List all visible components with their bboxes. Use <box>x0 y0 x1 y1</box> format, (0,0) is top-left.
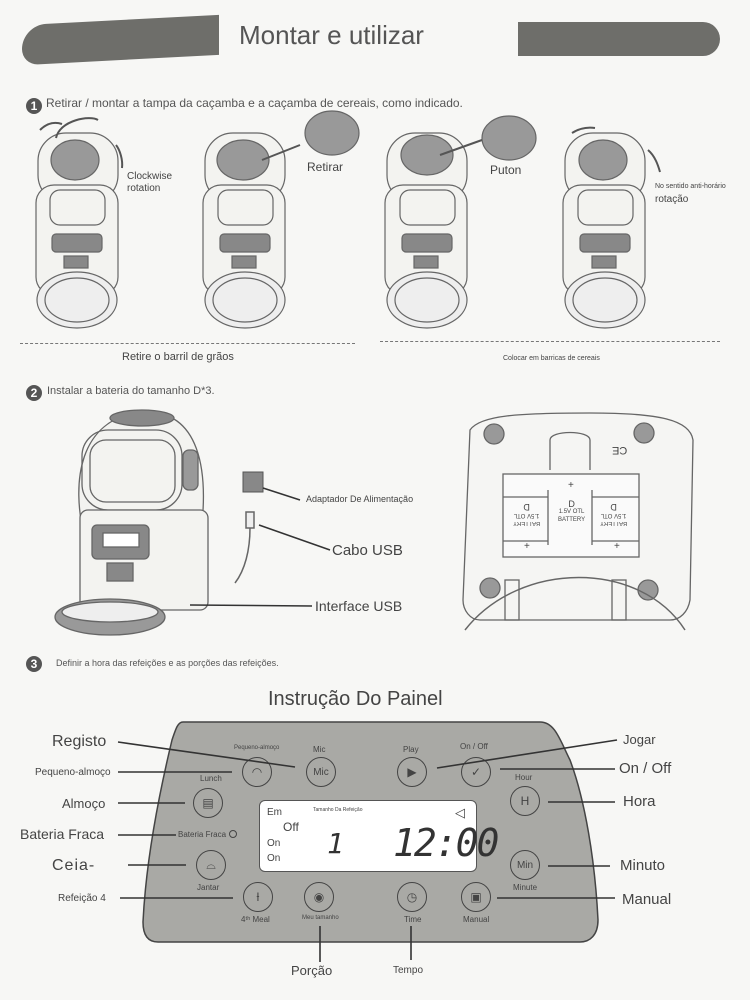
mic-button[interactable]: Mic <box>306 757 336 787</box>
feeder-figure-1 <box>35 117 124 329</box>
callout-manual: Manual <box>622 891 672 908</box>
hour-button[interactable]: H <box>510 786 540 816</box>
manual-button[interactable]: ▣ <box>461 882 491 912</box>
feeder-figure-3 <box>384 115 537 329</box>
caption-breakfast: Pequeno-almoço <box>234 745 280 751</box>
callout-low-battery: Bateria Fraca <box>20 826 105 842</box>
callout-hour: Hora <box>623 793 656 810</box>
usb-interface-label: Interface USB <box>315 598 403 614</box>
step-2-badge: 2 <box>26 385 42 401</box>
dial-icon: ◉ <box>313 890 325 904</box>
power-adapter <box>242 471 301 501</box>
lcd-clock: 12:00 <box>393 821 499 865</box>
caption-time: Time <box>404 915 422 924</box>
clock-icon: ◷ <box>406 890 418 904</box>
divider-left <box>20 343 355 344</box>
callout-time: Tempo <box>393 965 424 976</box>
play-button[interactable]: ▶ <box>397 757 427 787</box>
step-3-badge: 3 <box>26 656 42 672</box>
callout-dinner: Ceia- <box>52 857 96 874</box>
header-banner-right <box>518 22 720 56</box>
dinner-button[interactable]: ⌓ <box>196 850 226 880</box>
fig1-label-line1: Clockwise <box>127 171 173 182</box>
caption-play: Play <box>403 745 419 754</box>
callout-portion: Porção <box>291 963 333 978</box>
check-icon: ✓ <box>470 765 482 779</box>
minute-button[interactable]: Min <box>510 850 540 880</box>
step-2-text: Instalar a bateria do tamanho D*3. <box>47 385 215 397</box>
lcd-em: Em <box>267 807 282 818</box>
callout-onoff: On / Off <box>619 760 672 777</box>
caption-right: Colocar em barricas de cereais <box>503 355 600 362</box>
breakfast-button[interactable]: ◠ <box>242 757 272 787</box>
divider-right <box>380 341 720 342</box>
fig2-label: Retirar <box>307 160 344 174</box>
lcd-off: Off <box>283 820 299 834</box>
fig1-label: Clockwise rotation <box>127 171 172 195</box>
hour-glyph: H <box>520 794 530 808</box>
callout-fourth-meal: Refeição 4 <box>58 893 106 904</box>
manual-icon: ▣ <box>470 890 482 904</box>
lcd-on-1: On <box>267 838 281 849</box>
caption-hour: Hour <box>515 773 533 782</box>
page-title: Montar e utilizar <box>239 20 424 50</box>
onoff-button[interactable]: ✓ <box>461 757 491 787</box>
feeder-illustrations-step1 <box>35 110 661 329</box>
caption-low-battery: Bateria Fraca <box>178 830 227 839</box>
lcd-display: Em Tamanho Da Refeição Off On On 1 12:00… <box>259 800 499 872</box>
fig3-label: Puton <box>490 163 522 177</box>
caption-fourth-meal: 4ᵗʰ Meal <box>241 915 270 924</box>
mic-glyph: Mic <box>313 766 329 778</box>
caption-manual: Manual <box>463 915 490 924</box>
callout-breakfast: Pequeno-almoço <box>35 767 111 778</box>
play-icon: ▶ <box>407 765 417 779</box>
usb-cable <box>189 511 331 607</box>
step-3-text: Definir a hora das refeições e as porçõe… <box>56 658 279 668</box>
lcd-on-2: On <box>267 853 281 864</box>
battery-compartment <box>462 412 694 631</box>
fig4-label: No sentido anti-horário rotação <box>655 180 726 206</box>
caption-dinner: Jantar <box>197 883 220 892</box>
lunch-button[interactable]: ▤ <box>193 788 223 818</box>
step-1-text: Retirar / montar a tampa da caçamba e a … <box>46 96 463 110</box>
feeder-figure-4 <box>562 126 661 329</box>
battery-plus-right: + <box>614 541 620 552</box>
portion-button[interactable]: ◉ <box>304 882 334 912</box>
cloud-meal-icon: ⌓ <box>206 857 216 872</box>
battery-plus-top: + <box>568 480 574 491</box>
basket-icon: ▤ <box>202 796 214 810</box>
cutlery-icon: ƚ <box>256 890 260 904</box>
caption-portion: Meu tamanho <box>302 915 339 921</box>
callout-play: Jogar <box>623 732 656 747</box>
fourth-meal-button[interactable]: ƚ <box>243 882 273 912</box>
caption-left: Retire o barril de grãos <box>122 351 234 363</box>
caption-lunch: Lunch <box>200 774 222 783</box>
time-button[interactable]: ◷ <box>397 882 427 912</box>
battery-plus-left: + <box>524 541 530 552</box>
callout-lunch: Almoço <box>62 796 106 811</box>
low-battery-led <box>229 830 237 838</box>
adapter-label: Adaptador De Alimentação <box>306 494 414 504</box>
caption-mic: Mic <box>313 745 326 754</box>
lcd-meal-size: Tamanho Da Refeição <box>313 807 363 813</box>
minute-glyph: Min <box>516 859 534 871</box>
callout-minute: Minuto <box>620 857 666 874</box>
panel-title: Instrução Do Painel <box>268 688 443 710</box>
fig1-label-line2: rotation <box>127 183 161 194</box>
step-1-badge: 1 <box>26 98 42 114</box>
speaker-icon: ◁ <box>455 805 465 820</box>
usb-cable-label: Cabo USB <box>332 542 403 559</box>
bread-icon: ◠ <box>251 765 263 779</box>
lcd-portion-value: 1 <box>327 827 344 860</box>
callout-registo: Registo <box>52 733 107 750</box>
feeder-figure-2 <box>202 110 360 329</box>
caption-onoff: On / Off <box>460 742 488 751</box>
fig4-label-line2: rotação <box>655 194 689 205</box>
fig4-label-line1: No sentido anti-horário <box>655 183 726 190</box>
caption-minute: Minute <box>513 883 538 892</box>
